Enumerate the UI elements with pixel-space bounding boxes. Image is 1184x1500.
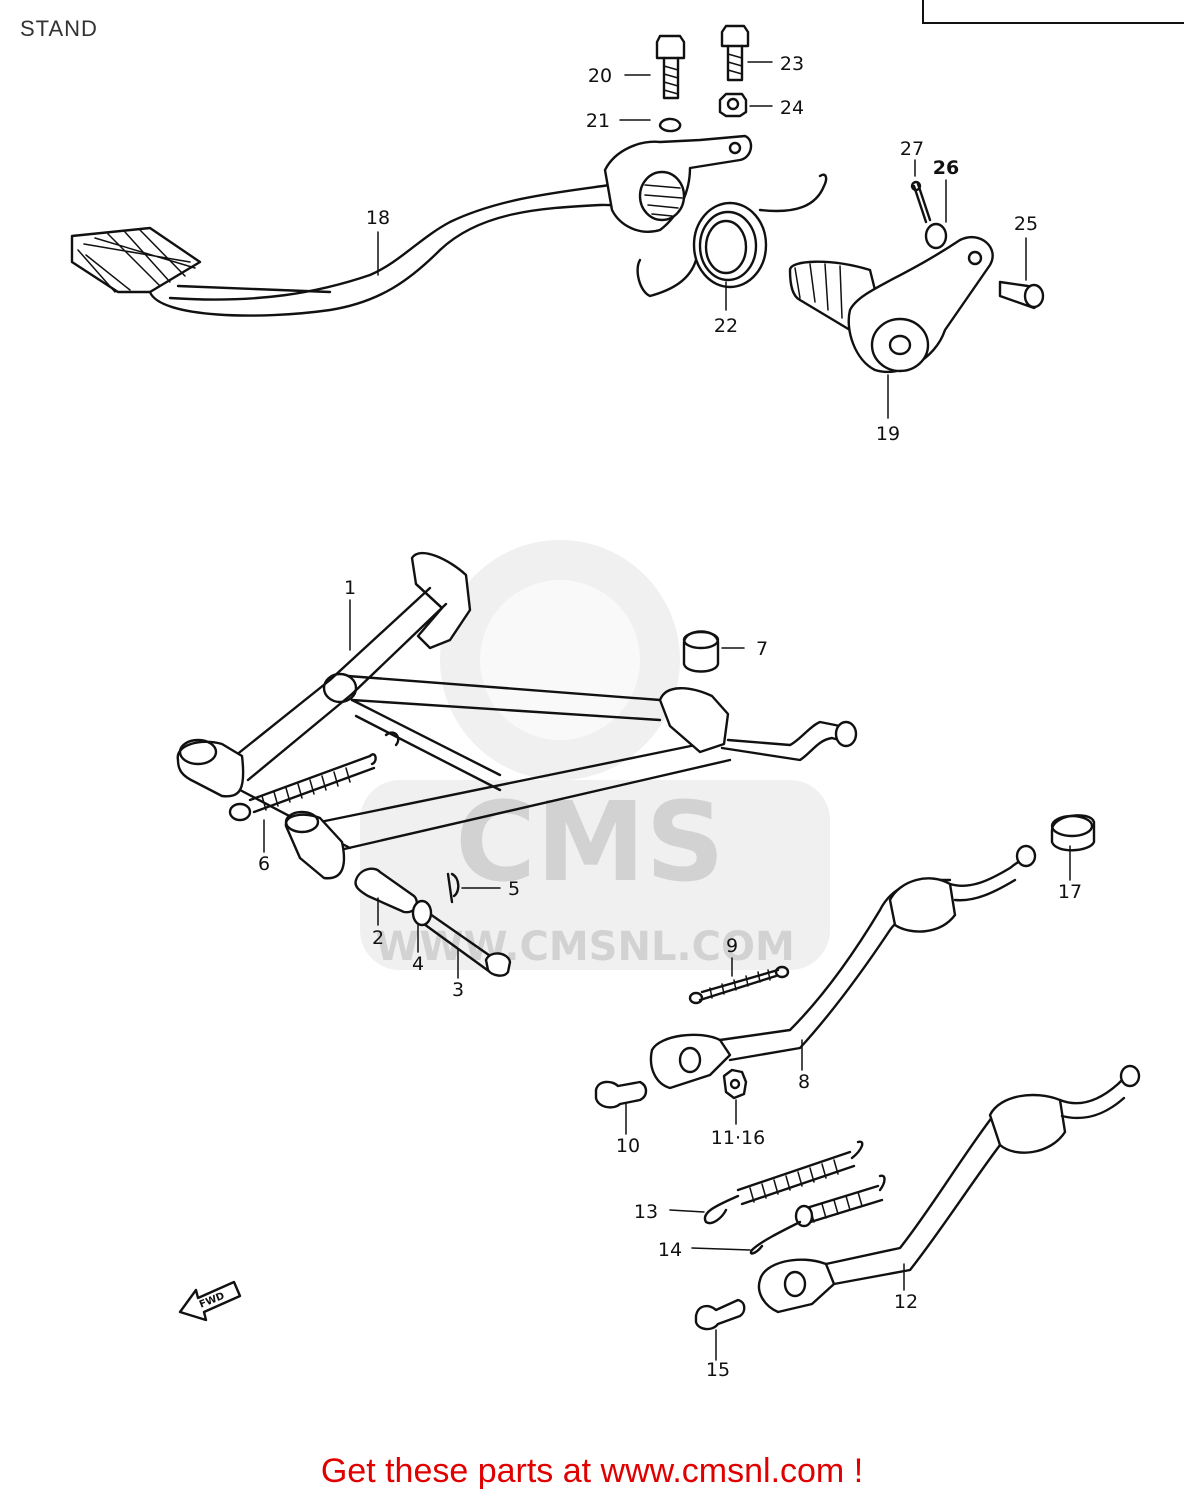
watermark-logo: CMS WWW.CMSNL.COM [360, 540, 830, 970]
callout-8: 8 [798, 1071, 810, 1093]
callout-11-16: 11·16 [711, 1127, 765, 1149]
callout-20: 20 [588, 65, 612, 87]
spring-14 [749, 1174, 886, 1255]
spring-9 [688, 965, 790, 1005]
callout-1: 1 [344, 577, 356, 599]
nut-24 [718, 92, 748, 118]
callout-24: 24 [780, 97, 804, 119]
center-stand-1 [176, 551, 858, 880]
callout-labels: 20 21 23 24 18 22 19 27 26 25 1 7 6 5 2 … [258, 53, 1082, 1381]
callout-7: 7 [756, 638, 768, 660]
callout-5: 5 [508, 878, 520, 900]
bolt-10 [594, 1080, 648, 1109]
callout-10: 10 [616, 1135, 640, 1157]
callout-15: 15 [706, 1359, 730, 1381]
nut-11-16 [722, 1068, 748, 1100]
stopper-cap-7 [682, 630, 720, 673]
callout-12: 12 [894, 1291, 918, 1313]
callout-14: 14 [658, 1239, 682, 1261]
leader-lines [263, 61, 1071, 1361]
cotter-pin-27 [910, 180, 932, 224]
pin-25 [998, 280, 1045, 310]
callout-21: 21 [586, 110, 610, 132]
callout-19: 19 [876, 423, 900, 445]
side-stand-8 [649, 844, 1037, 1090]
brake-pedal-18 [70, 134, 753, 317]
shaft-lever-19 [788, 235, 994, 373]
callout-18: 18 [366, 207, 390, 229]
washer-21 [658, 117, 682, 133]
spring-6 [228, 753, 377, 822]
bolt-3 [422, 912, 512, 977]
footer-link[interactable]: Get these parts at www.cmsnl.com ! [320, 1452, 864, 1490]
callout-6: 6 [258, 853, 270, 875]
bolt-20 [655, 34, 686, 100]
callout-26: 26 [933, 157, 959, 179]
callout-27: 27 [900, 138, 924, 160]
fwd-arrow: FWD [178, 1280, 242, 1322]
callout-22: 22 [714, 315, 738, 337]
washer-26 [924, 222, 948, 250]
callout-2: 2 [372, 927, 384, 949]
corner-frame [922, 0, 1184, 24]
side-stand-12 [757, 1064, 1141, 1314]
callout-13: 13 [634, 1201, 658, 1223]
clip-5 [446, 872, 460, 904]
callout-23: 23 [780, 53, 804, 75]
callout-25: 25 [1014, 213, 1038, 235]
spring-22 [636, 173, 828, 298]
callout-17: 17 [1058, 881, 1082, 903]
washer-4 [411, 899, 433, 927]
callout-4: 4 [412, 953, 424, 975]
watermark-brand: CMS [455, 778, 724, 906]
watermark-url: WWW.CMSNL.COM [375, 924, 795, 970]
rubber-cap-17 [1050, 814, 1096, 852]
callout-3: 3 [452, 979, 464, 1001]
bolt-15 [694, 1298, 746, 1331]
spring-13 [703, 1140, 864, 1225]
bolt-23 [720, 24, 750, 82]
callout-9: 9 [726, 935, 738, 957]
diagram-title: STAND [20, 16, 98, 41]
